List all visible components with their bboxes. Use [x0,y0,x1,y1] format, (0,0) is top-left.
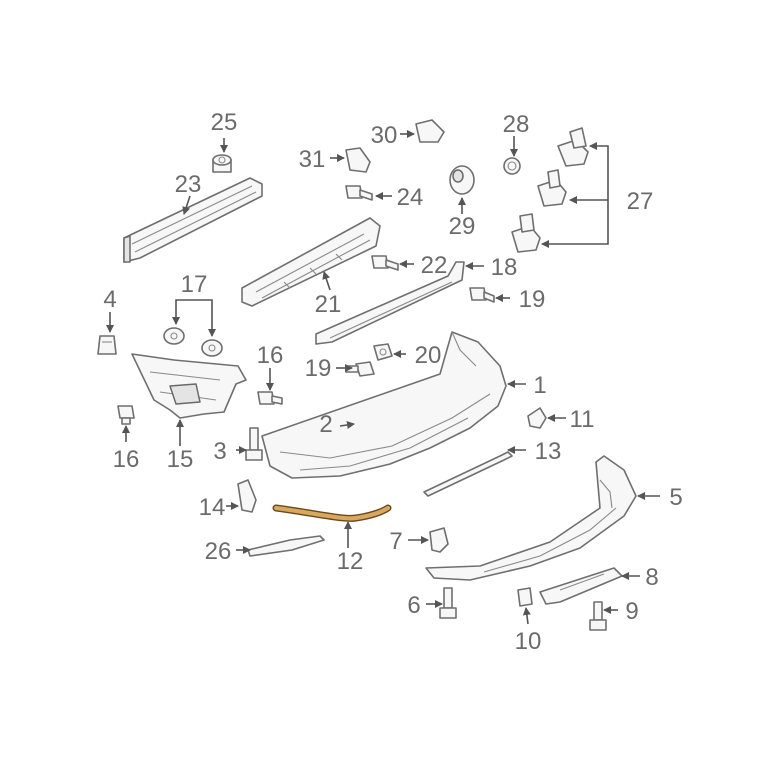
callout-23: 23 [175,171,202,198]
part-8-shield [539,567,623,605]
callout-4: 4 [103,286,116,313]
callout-7: 7 [389,528,402,555]
part-9-bolt [589,601,607,631]
part-16-bolt-right [257,391,283,405]
part-7-clip [429,527,449,553]
part-19-bolt-upper [469,287,495,303]
part-18-bracket [315,261,465,345]
part-12-reflector-strip-highlighted [272,504,392,522]
part-23-reinforcement-bar [123,177,263,263]
part-14-bracket [237,479,257,513]
callout-16-right: 16 [257,342,284,369]
callout-26: 26 [205,538,232,565]
part-16-bolt-left [117,405,135,425]
callout-16-left: 16 [113,446,140,473]
callout-14: 14 [199,494,226,521]
leader-lines [106,130,660,625]
callout-labels: 25 23 30 31 24 29 28 27 22 18 19 21 4 17… [103,109,682,655]
part-29-grommet [449,165,475,195]
part-10-clip [517,587,533,607]
callout-15: 15 [167,446,194,473]
callout-3: 3 [213,438,226,465]
callout-21: 21 [315,291,342,318]
callout-11: 11 [570,406,595,433]
callout-19-lower: 19 [305,355,332,382]
callout-6: 6 [407,592,420,619]
callout-31: 31 [299,146,326,173]
part-20-nut [373,343,393,361]
part-21-energy-absorber [241,217,381,307]
callout-2: 2 [319,411,332,438]
part-4-clip [97,335,117,355]
part-26-reflector [247,535,325,557]
part-11-cover [527,407,547,429]
part-17-nuts [163,327,223,357]
part-24-bolt [345,185,373,201]
callout-28: 28 [503,111,530,138]
callout-8: 8 [645,564,658,591]
callout-17: 17 [181,271,208,298]
part-22-bolt [371,255,399,271]
part-19-bolt-lower [345,361,375,377]
callout-9: 9 [625,598,638,625]
callout-12: 12 [337,548,364,575]
callout-1: 1 [533,372,546,399]
callout-29: 29 [449,213,476,240]
part-27-parking-sensors [511,127,589,253]
callout-20: 20 [415,342,442,369]
callout-18: 18 [491,254,518,281]
part-3-bolt [245,427,263,461]
part-31-clip [345,147,371,173]
part-15-side-bracket [131,353,247,419]
part-30-clip [415,119,445,143]
part-6-bolt [439,587,457,619]
callout-24: 24 [397,184,424,211]
part-1-bumper-cover [261,331,507,479]
part-25-nut [212,154,232,173]
part-28-ring [503,157,521,175]
callout-30: 30 [371,122,398,149]
callout-27: 27 [627,188,654,215]
callout-19-upper: 19 [519,286,546,313]
callout-25: 25 [211,109,238,136]
callout-5: 5 [669,484,682,511]
callout-10: 10 [515,628,542,655]
callout-13: 13 [535,438,562,465]
part-5-lower-valance [425,455,637,581]
part-13-molding [423,451,513,497]
callout-22: 22 [421,252,448,279]
